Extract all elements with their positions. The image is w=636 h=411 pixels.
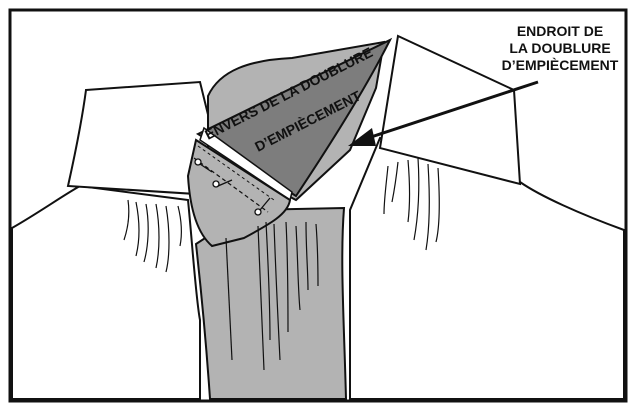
pin-head — [212, 180, 220, 188]
gather-lines-right — [383, 157, 440, 251]
left-bodice-panel — [11, 184, 201, 400]
left-yoke — [66, 80, 230, 198]
pins — [194, 158, 271, 216]
yoke-lining-right-side — [195, 37, 393, 198]
pinned-flap — [186, 138, 292, 248]
right-side-label-line3: D’EMPIÈCEMENT — [502, 57, 619, 73]
pin-shaft — [199, 163, 213, 173]
pin-head — [194, 158, 202, 166]
arrow-head — [348, 128, 376, 146]
pin-shaft — [217, 179, 233, 187]
gather-lines-center — [225, 221, 319, 371]
center-front-panel — [194, 206, 348, 400]
right-side-label-line2: LA DOUBLURE — [509, 40, 610, 56]
pin-shaft — [259, 197, 271, 211]
right-side-label-line1: ENDROIT DE — [517, 23, 603, 39]
gather-lines-left — [123, 199, 182, 273]
pin-head — [254, 208, 262, 216]
stitch-line — [193, 157, 269, 213]
pointer-arrow — [348, 80, 539, 146]
